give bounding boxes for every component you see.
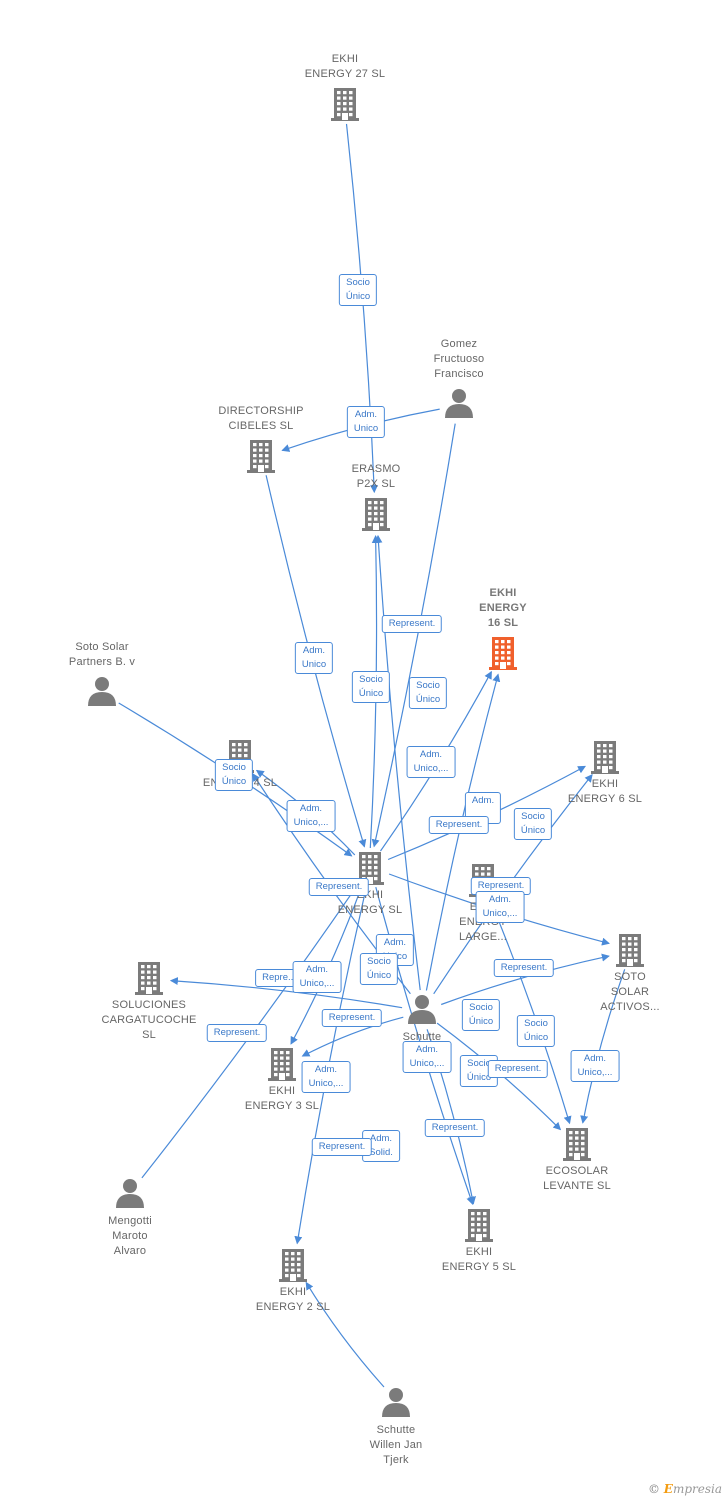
edge-role-label[interactable]: Repre... xyxy=(255,969,303,987)
edges xyxy=(118,123,626,1388)
edge-sotoactivos-to-ecosolar xyxy=(580,969,626,1124)
edge-role-label[interactable]: Represent. xyxy=(428,816,490,834)
building-icon-ekhi16[interactable] xyxy=(489,637,517,670)
edge-schutte1-to-soluciones xyxy=(169,977,403,1009)
node-label-directorship[interactable]: DIRECTORSHIP CIBELES SL xyxy=(218,405,304,432)
person-icon-schutte1[interactable] xyxy=(408,995,436,1024)
edge-role-label[interactable]: Socio Único xyxy=(359,953,399,985)
edge-role-label[interactable]: Adm. Unico,... xyxy=(292,961,342,993)
node-label-mengotti[interactable]: Mengotti Maroto Alvaro xyxy=(108,1215,152,1257)
person-icon-gomez[interactable] xyxy=(445,389,473,418)
edge-role-label[interactable]: Represent. xyxy=(308,878,370,896)
node-label-ecosolar[interactable]: ECOSOLAR LEVANTE SL xyxy=(543,1165,611,1192)
node-label-sotopartners[interactable]: Soto Solar Partners B. v xyxy=(68,641,136,668)
node-label-ekhi27[interactable]: EKHI ENERGY 27 SL xyxy=(304,53,386,80)
building-icon-ekhi5[interactable] xyxy=(465,1209,493,1242)
building-icon-ecosolar[interactable] xyxy=(563,1128,591,1161)
building-icon-ekhi[interactable] xyxy=(356,852,384,885)
building-icon-ekhi27[interactable] xyxy=(331,88,359,121)
node-label-schutte2[interactable]: Schutte Willen Jan Tjerk xyxy=(369,1424,423,1466)
brand-logo-text: mpresia xyxy=(672,1482,722,1496)
edge-role-label[interactable]: Adm. Unico,... xyxy=(475,891,525,923)
copyright-icon: © xyxy=(647,1482,660,1496)
edge-role-label[interactable]: Represent. xyxy=(493,959,555,977)
node-label-ekhi16[interactable]: EKHI ENERGY 16 SL xyxy=(479,587,527,629)
edge-role-label[interactable]: Adm. Unico,... xyxy=(286,800,336,832)
building-icon-sotoactivos[interactable] xyxy=(616,934,644,967)
building-icon-ekhi3[interactable] xyxy=(268,1048,296,1081)
node-label-ekhi6[interactable]: EKHI ENERGY 6 SL xyxy=(567,778,643,805)
person-icon-sotopartners[interactable] xyxy=(88,677,116,706)
edge-role-label[interactable]: Adm. Unico xyxy=(294,642,334,674)
edge-schutte2-to-ekhi2 xyxy=(305,1281,385,1388)
edge-role-label[interactable]: Socio Único xyxy=(214,759,254,791)
node-label-gomez[interactable]: Gomez Fructuoso Francisco xyxy=(433,338,485,380)
building-icon-erasmo[interactable] xyxy=(362,498,390,531)
node-label-ekhi5[interactable]: EKHI ENERGY 5 SL xyxy=(441,1246,517,1273)
node-label-ekhi2[interactable]: EKHI ENERGY 2 SL xyxy=(255,1286,331,1313)
edge-role-label[interactable]: Represent. xyxy=(311,1138,373,1156)
building-icon-directorship[interactable] xyxy=(247,440,275,473)
edge-role-label[interactable]: Socio Único xyxy=(408,677,448,709)
node-label-sotoactivos[interactable]: SOTO SOLAR ACTIVOS... xyxy=(600,971,660,1013)
building-icon-ekhi6[interactable] xyxy=(591,741,619,774)
edge-role-label[interactable]: Socio Único xyxy=(513,808,553,840)
edge-schutte1-to-erasmo xyxy=(374,534,421,991)
edge-role-label[interactable]: Socio Único xyxy=(338,274,378,306)
brand-logo-e: E xyxy=(663,1482,673,1496)
node-label-ekhi[interactable]: EKHI ENERGY SL xyxy=(337,889,403,916)
edge-role-label[interactable]: Socio Único xyxy=(516,1015,556,1047)
node-label-ekhi3[interactable]: EKHI ENERGY 3 SL xyxy=(244,1085,320,1112)
building-icon-soluciones[interactable] xyxy=(135,962,163,995)
edge-schutte1-to-ekhi3 xyxy=(301,1016,404,1057)
person-icon-schutte2[interactable] xyxy=(382,1388,410,1417)
edge-role-label[interactable]: Represent. xyxy=(321,1009,383,1027)
edge-role-label[interactable]: Adm. Unico,... xyxy=(402,1041,452,1073)
edge-role-label[interactable]: Represent. xyxy=(424,1119,486,1137)
node-label-soluciones[interactable]: SOLUCIONES CARGATUCOCHE SL xyxy=(101,999,197,1041)
brand-footer: © Empresia xyxy=(648,1482,722,1496)
person-icon-mengotti[interactable] xyxy=(116,1179,144,1208)
building-icon-ekhi2[interactable] xyxy=(279,1249,307,1282)
edge-ekhi27-to-erasmo xyxy=(345,123,378,494)
edge-gomez-to-ekhi xyxy=(371,423,456,848)
edge-ekhilarge-to-ecosolar xyxy=(489,898,572,1125)
edge-role-label[interactable]: Represent. xyxy=(381,615,443,633)
edge-role-label[interactable]: Socio Único xyxy=(461,999,501,1031)
edge-role-label[interactable]: Adm. Unico,... xyxy=(570,1050,620,1082)
edge-role-label[interactable]: Represent. xyxy=(487,1060,549,1078)
edge-role-label[interactable]: Represent. xyxy=(206,1024,268,1042)
edge-schutte1-to-sotoactivos xyxy=(440,953,610,1006)
node-label-erasmo[interactable]: ERASMO P2X SL xyxy=(351,463,401,490)
edge-role-label[interactable]: Adm. Unico,... xyxy=(301,1061,351,1093)
edge-role-label[interactable]: Adm. Unico,... xyxy=(406,746,456,778)
edge-role-label[interactable]: Socio Único xyxy=(351,671,391,703)
edge-role-label[interactable]: Adm. Unico xyxy=(346,406,386,438)
